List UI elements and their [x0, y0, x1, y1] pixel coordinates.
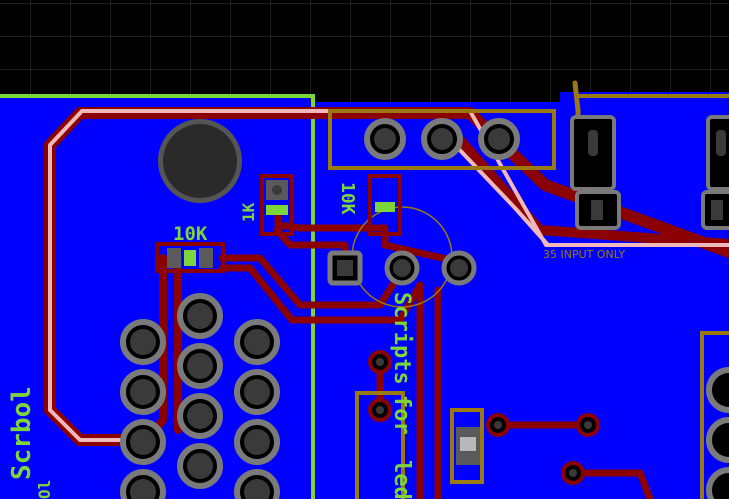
- label-1k: 1K: [239, 202, 258, 222]
- led-component[interactable]: [456, 427, 480, 465]
- label-10k-rotated: 10K: [337, 182, 358, 215]
- label-scripts: Scripts: [389, 292, 414, 385]
- board-outline[interactable]: [0, 94, 315, 499]
- edge-pads[interactable]: [706, 367, 729, 499]
- label-led: led: [389, 460, 414, 499]
- label-edge-small: Ol: [35, 480, 54, 499]
- label-10k: 10K: [173, 223, 208, 245]
- label-input-only: 35 INPUT ONLY: [543, 248, 625, 261]
- label-for: for: [389, 395, 414, 435]
- resistor-10k[interactable]: [155, 242, 225, 273]
- connector-3pin[interactable]: [364, 118, 520, 160]
- vias[interactable]: [368, 350, 600, 485]
- smd-component-right[interactable]: [570, 115, 729, 230]
- transistor-pads[interactable]: [327, 250, 477, 286]
- resistor-1k[interactable]: [260, 174, 294, 236]
- component-outlines: [328, 94, 729, 499]
- resistor-10k-vertical[interactable]: [368, 174, 402, 236]
- mount-hole[interactable]: [158, 119, 242, 203]
- label-edge-text: Scrbol: [7, 386, 37, 480]
- pin-header[interactable]: [120, 293, 280, 499]
